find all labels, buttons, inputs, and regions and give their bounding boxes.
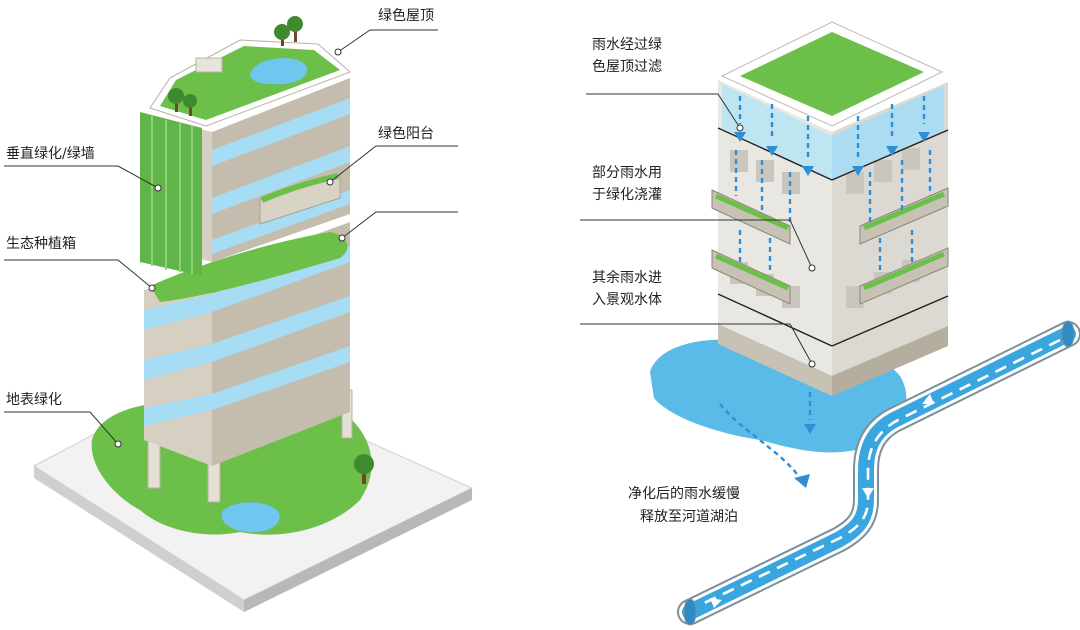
upper-tower	[140, 78, 350, 276]
label-irrigation-line1: 部分雨水用	[592, 165, 662, 181]
ground-pond	[221, 502, 280, 533]
label-irrigation-line2: 于绿化浇灌	[592, 187, 662, 203]
label-green-balcony: 绿色阳台	[378, 125, 434, 142]
label-rain-roof-filter-line2: 色屋顶过滤	[592, 58, 662, 75]
label-landscape-water-line2: 入景观水体	[592, 292, 662, 308]
left-callouts: 绿色屋顶 垂直绿化/绿墙 绿色阳台 生态种植箱 地表绿化	[4, 7, 458, 448]
label-green-roof: 绿色屋顶	[378, 7, 434, 24]
left-building-illustration: 绿色屋顶 垂直绿化/绿墙 绿色阳台 生态种植箱 地表绿化	[4, 7, 474, 612]
label-vertical-greening: 垂直绿化/绿墙	[6, 145, 95, 162]
green-wall	[140, 112, 202, 276]
drain-pipe	[677, 320, 1080, 626]
label-ground-greening: 地表绿化	[6, 392, 62, 408]
ground-tree	[354, 454, 374, 484]
rain-flow-arrows	[719, 96, 932, 488]
green-roof-top	[149, 16, 351, 127]
lower-tower	[144, 222, 350, 466]
water-building	[711, 21, 949, 396]
label-rain-roof-filter-line1: 雨水经过绿	[592, 37, 662, 53]
label-landscape-water-line1: 其余雨水进	[592, 269, 662, 286]
label-eco-planter: 生态种植箱	[6, 236, 76, 252]
label-slow-release-line2: 释放至河道湖泊	[640, 509, 738, 525]
right-rainwater-illustration: 雨水经过绿 色屋顶过滤 部分雨水用 于绿化浇灌 其余雨水进 入景观水体 净化后的…	[580, 21, 1080, 626]
roof-trees	[168, 16, 303, 116]
label-slow-release-line1: 净化后的雨水缓慢	[628, 485, 740, 502]
right-callouts: 雨水经过绿 色屋顶过滤 部分雨水用 于绿化浇灌 其余雨水进 入景观水体 净化后的…	[580, 37, 816, 525]
